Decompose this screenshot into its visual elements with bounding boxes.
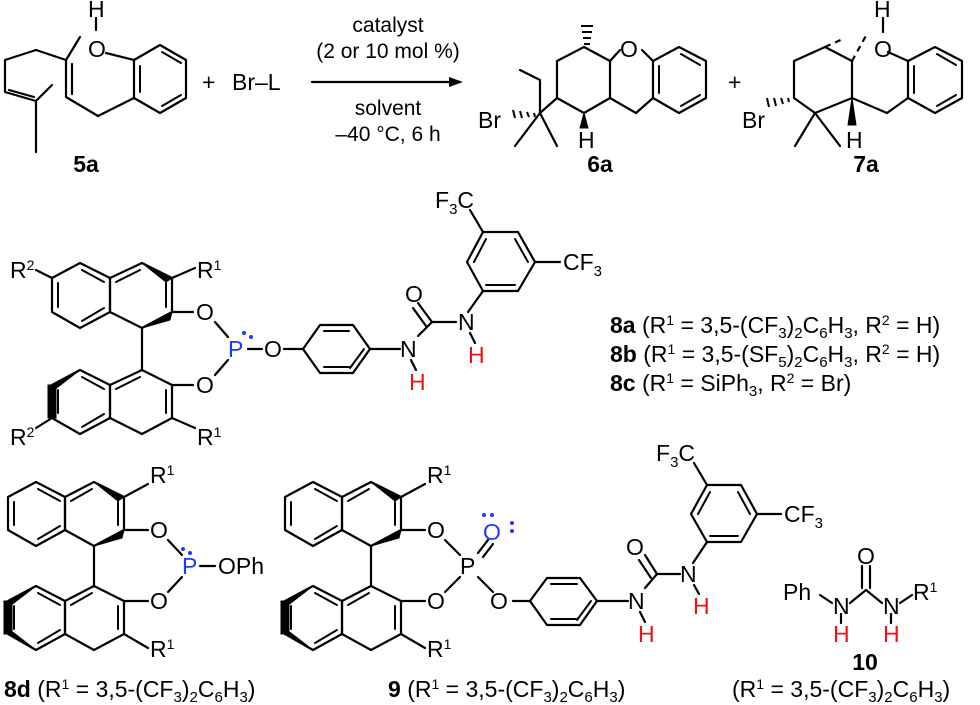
atom-N: N [458, 309, 475, 335]
atom-O: O [857, 543, 875, 569]
plus-sign-1: + [202, 69, 215, 95]
group-OPh: OPh [218, 553, 264, 579]
catalyst-8c-label: 8c (R1 = SiPh3, R2 = Br) [610, 370, 851, 400]
atom-O: O [490, 588, 508, 614]
atom-H-nh: H [833, 621, 850, 647]
atom-R1: R1 [150, 636, 175, 662]
catalyst-8d-label: 8d (R1 = 3,5-(CF3)2C6H3) [4, 676, 255, 705]
atom-O: O [150, 588, 168, 614]
atom-R1: R1 [913, 579, 938, 605]
atom-N: N [400, 336, 417, 362]
atom-O-phosphoryl: O [483, 519, 501, 545]
atom-H: H [846, 127, 863, 153]
catalyst-10-label: (R1 = 3,5-(CF3)2C6H3) [732, 676, 950, 705]
atom-R2: R2 [10, 424, 35, 450]
atom-P: P [182, 553, 197, 579]
atom-O: O [150, 517, 168, 543]
catalyst-10-structure: Ph N N O H H R1 10 [783, 543, 938, 675]
atom-O: O [626, 534, 644, 560]
catalyst-8abc-structure: R2 R1 R2 R1 O O P O N H O N H F3C CF3 [10, 187, 602, 450]
atom-H-nh: H [883, 621, 900, 647]
product-7a: O H H Br 7a [742, 0, 964, 177]
atom-O: O [88, 36, 106, 62]
atom-O: O [264, 336, 282, 362]
atom-N: N [628, 588, 645, 614]
group-CF3: CF3 [784, 501, 823, 532]
atom-H-nh: H [693, 593, 710, 619]
label-5a: 5a [73, 151, 99, 177]
atom-P: P [228, 336, 243, 362]
atom-Br: Br [742, 107, 765, 133]
atom-O: O [405, 281, 423, 307]
catalyst-8d-structure: R1 R1 O O P OPh [3, 462, 264, 662]
atom-R2: R2 [10, 257, 35, 283]
catalyst-8b-label: 8b (R1 = 3,5-(SF5)2C6H3, R2 = H) [610, 341, 940, 371]
atom-Br: Br [478, 107, 501, 133]
group-CF3: CF3 [563, 249, 602, 280]
catalyst-10-id: 10 [852, 649, 878, 675]
atom-R1: R1 [427, 636, 452, 662]
atom-O: O [196, 299, 214, 325]
group-Ph: Ph [783, 579, 811, 605]
catalyst-8-series-legend: 8a (R1 = 3,5-(CF3)2C6H3, R2 = H) 8b (R1 … [610, 312, 940, 400]
condition-catalyst: catalyst [352, 14, 423, 37]
label-7a: 7a [853, 151, 879, 177]
catalyst-8a-label: 8a (R1 = 3,5-(CF3)2C6H3, R2 = H) [610, 312, 940, 342]
product-6a: O H Br 6a [478, 25, 708, 177]
atom-O: O [196, 372, 214, 398]
atom-H-nh: H [468, 342, 485, 368]
atom-R1: R1 [150, 462, 175, 488]
catalyst-9-label: 9 (R1 = 3,5-(CF3)2C6H3) [388, 676, 625, 705]
label-6a: 6a [587, 151, 613, 177]
atom-H: H [874, 0, 891, 22]
group-F3C: F3C [656, 440, 695, 471]
atom-R1: R1 [197, 424, 222, 450]
atom-O: O [874, 36, 892, 62]
atom-R1: R1 [427, 462, 452, 488]
reagent-br-l: Br–L [232, 69, 281, 95]
atom-H-nh: H [638, 621, 655, 647]
plus-sign-2: + [728, 69, 741, 95]
atom-H-nh: H [409, 369, 426, 395]
reaction-arrow [310, 77, 463, 87]
condition-solvent: solvent [355, 97, 422, 120]
group-F3C: F3C [435, 187, 474, 218]
atom-R1: R1 [197, 257, 222, 283]
condition-temp-time: –40 °C, 6 h [335, 123, 440, 146]
condition-loading: (2 or 10 mol %) [316, 40, 460, 63]
atom-N: N [833, 593, 850, 619]
atom-O: O [620, 36, 638, 62]
atom-H: H [578, 127, 595, 153]
atom-O: O [427, 588, 445, 614]
atom-N: N [680, 561, 697, 587]
atom-O: O [427, 517, 445, 543]
catalyst-9-structure: R1 R1 O O P O O N H O N H F3C CF3 [280, 440, 823, 662]
atom-N: N [883, 593, 900, 619]
atom-P: P [460, 553, 475, 579]
reactant-5a: O H 5a [3, 0, 188, 177]
atom-H: H [88, 0, 105, 22]
